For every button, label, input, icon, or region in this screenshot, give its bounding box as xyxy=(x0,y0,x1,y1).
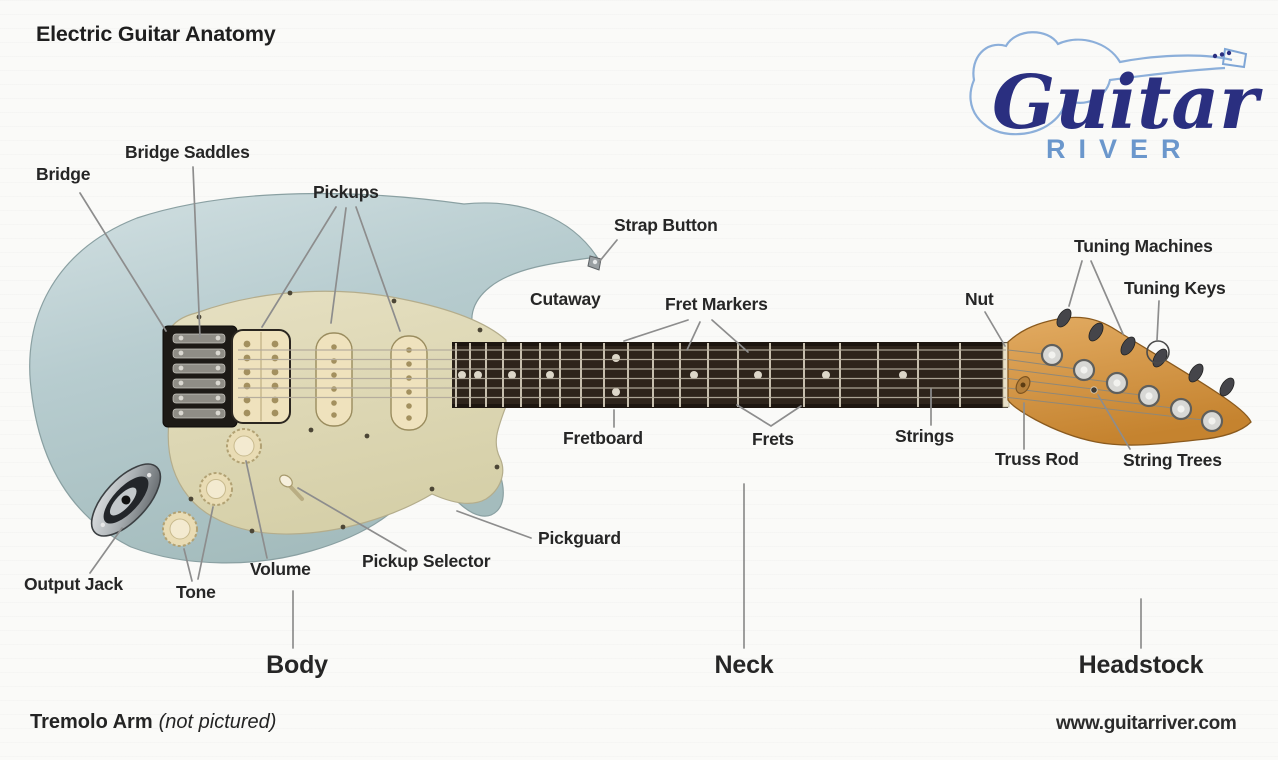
label-fret-markers: Fret Markers xyxy=(665,294,768,314)
output-jack xyxy=(90,463,162,537)
tone-knob-1 xyxy=(199,472,233,506)
label-cutaway: Cutaway xyxy=(530,289,601,309)
label-fretboard: Fretboard xyxy=(563,428,643,448)
label-nut: Nut xyxy=(965,289,994,309)
label-frets: Frets xyxy=(752,429,794,449)
pickup-selector-switch xyxy=(279,474,304,501)
guitar-river-logo: Guitar RIVER xyxy=(969,31,1263,164)
label-tuning-keys: Tuning Keys xyxy=(1124,278,1226,298)
tuning-keys xyxy=(1056,308,1235,397)
label-volume: Volume xyxy=(250,559,311,579)
label-bridge: Bridge xyxy=(36,164,91,184)
section-label-body: Body xyxy=(266,651,328,679)
strings xyxy=(238,349,1006,399)
label-bridge-saddles: Bridge Saddles xyxy=(125,142,250,162)
label-pickups: Pickups xyxy=(313,182,379,202)
tone-knob-2 xyxy=(162,511,198,547)
string-tree xyxy=(1090,386,1098,394)
label-output-jack: Output Jack xyxy=(24,574,123,594)
logo-guitar-outline-icon xyxy=(969,31,1233,136)
page-title: Electric Guitar Anatomy xyxy=(36,22,276,46)
truss-rod xyxy=(1015,376,1031,394)
strap-button xyxy=(587,255,602,271)
section-label-neck: Neck xyxy=(714,651,774,679)
label-tuning-machines: Tuning Machines xyxy=(1074,236,1213,256)
tremolo-arm-note: Tremolo Arm(not pictured) xyxy=(30,711,276,734)
tuning-machines xyxy=(1040,343,1224,433)
section-label-headstock: Headstock xyxy=(1078,651,1204,679)
not-pictured-note: (not pictured) xyxy=(158,711,277,733)
tremolo-arm-label: Tremolo Arm xyxy=(30,711,153,733)
label-truss-rod: Truss Rod xyxy=(995,449,1079,469)
logo-script-text: Guitar xyxy=(992,60,1263,146)
single-coil-pickup-middle xyxy=(315,332,353,427)
tuning-key-highlight-circle xyxy=(1146,340,1170,364)
label-string-trees: String Trees xyxy=(1123,450,1222,470)
website-url: www.guitarriver.com xyxy=(1056,713,1237,734)
headstock xyxy=(1007,308,1252,446)
leader-lines xyxy=(79,166,1160,649)
label-pickup-selector: Pickup Selector xyxy=(362,551,491,571)
logo-sub-text: RIVER xyxy=(1046,134,1194,164)
label-pickguard: Pickguard xyxy=(538,528,621,548)
label-tone: Tone xyxy=(176,582,216,602)
logo-dots xyxy=(1212,50,1232,59)
label-strings: Strings xyxy=(895,426,954,446)
humbucker-pickup xyxy=(231,329,291,424)
volume-knob xyxy=(226,428,262,464)
label-strap-button: Strap Button xyxy=(614,215,718,235)
bridge xyxy=(162,325,238,428)
